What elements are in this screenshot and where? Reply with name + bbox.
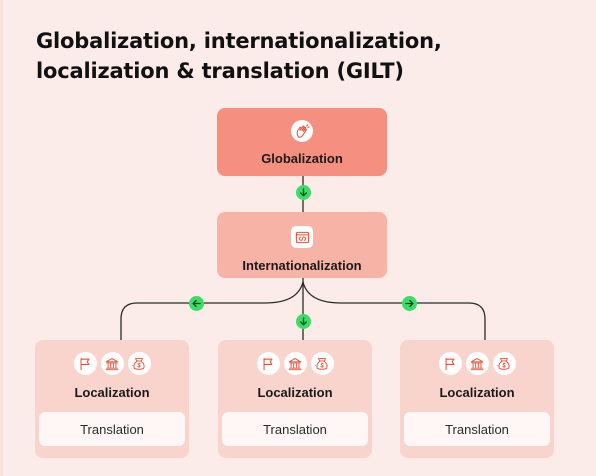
translation-chip: Translation <box>222 412 368 446</box>
globalization-node: Globalization <box>217 108 387 176</box>
globalization-label: Globalization <box>261 151 343 166</box>
translation-chip: Translation <box>39 412 185 446</box>
money-bag-icon <box>310 352 334 375</box>
localization-label: Localization <box>257 385 333 400</box>
bank-icon <box>100 352 124 375</box>
localization-icons <box>256 352 334 375</box>
left-arrow-icon <box>188 295 204 311</box>
down-arrow-icon <box>295 185 311 200</box>
localization-icons <box>73 352 151 375</box>
internationalization-node: Internationalization <box>217 212 387 278</box>
bank-icon <box>465 352 489 375</box>
flag-icon <box>438 352 462 375</box>
internationalization-label: Internationalization <box>242 258 362 273</box>
right-arrow-icon <box>401 295 417 311</box>
money-bag-icon <box>492 352 516 375</box>
flag-icon <box>73 352 97 375</box>
localization-node: Localization Translation <box>35 340 189 458</box>
down-arrow-icon <box>295 314 311 329</box>
waving-hands-icon <box>291 120 313 142</box>
localization-icons <box>438 352 516 375</box>
localization-label: Localization <box>74 385 150 400</box>
translation-chip: Translation <box>404 412 550 446</box>
flag-icon <box>256 352 280 375</box>
localization-node: Localization Translation <box>400 340 554 458</box>
code-window-icon <box>291 226 313 248</box>
localization-node: Localization Translation <box>218 340 372 458</box>
bank-icon <box>283 352 307 375</box>
localization-label: Localization <box>439 385 515 400</box>
money-bag-icon <box>127 352 151 375</box>
diagram-title: Globalization, internationalization, loc… <box>36 29 442 83</box>
